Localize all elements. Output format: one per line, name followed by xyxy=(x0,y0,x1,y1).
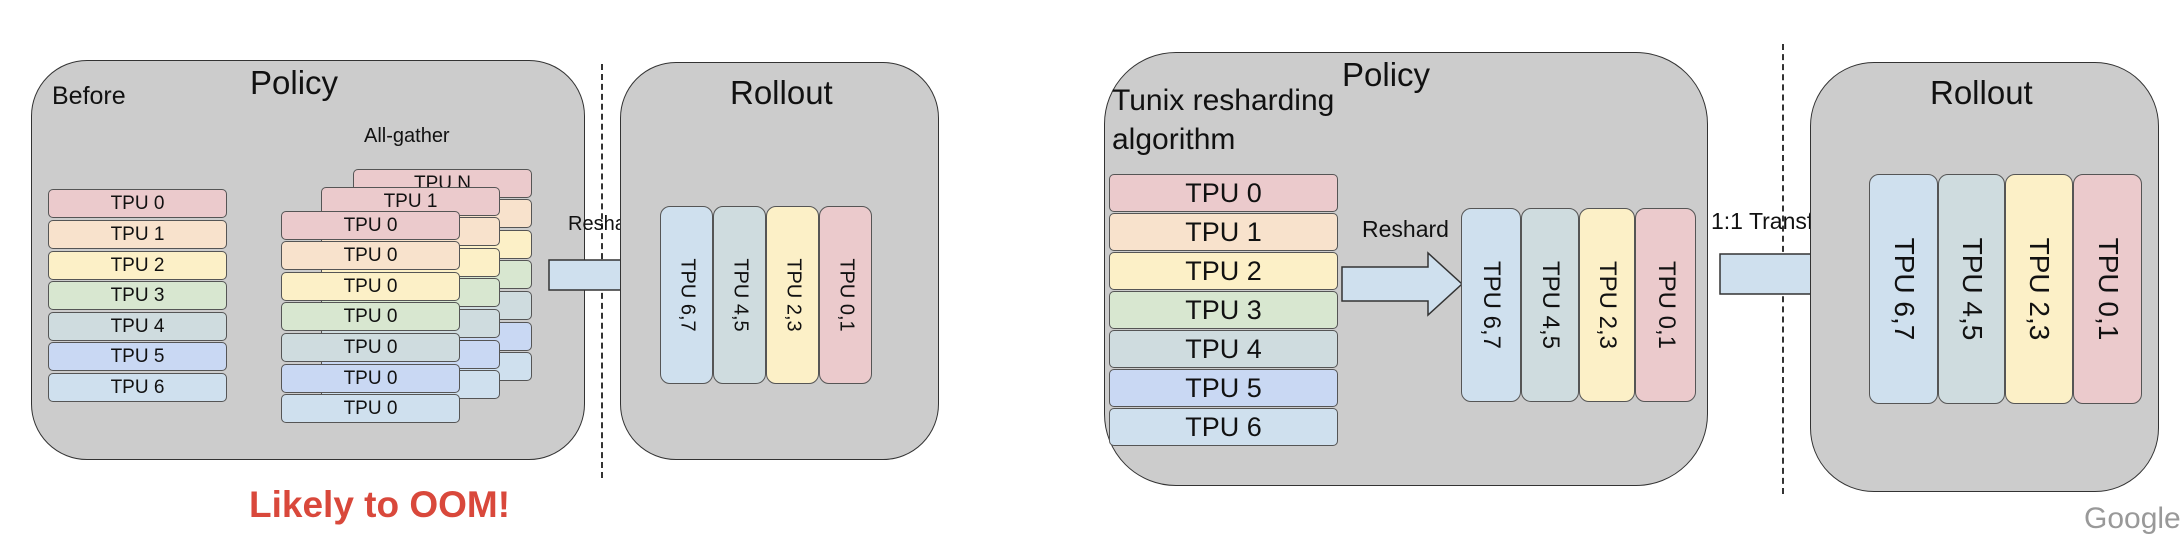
left-tpu-6: TPU 6 xyxy=(48,373,227,402)
left-tpu-3: TPU 3 xyxy=(48,281,227,310)
before-label: Before xyxy=(52,82,126,110)
mid-bar-0-1: TPU 0,1 xyxy=(1635,208,1696,402)
right-reshard-arrow xyxy=(1341,251,1464,317)
stack-front-tpu-0: TPU 0 xyxy=(281,333,460,362)
google-watermark: Google xyxy=(2084,502,2181,535)
left-rollout-bar-0-1: TPU 0,1 xyxy=(819,206,872,384)
right-rollout-bar-2-3: TPU 2,3 xyxy=(2005,174,2073,404)
mid-bar-6-7: TPU 6,7 xyxy=(1461,208,1521,402)
stack-front-tpu-0: TPU 0 xyxy=(281,241,460,270)
right-tpu-6: TPU 6 xyxy=(1109,408,1338,446)
right-rollout-bar-6-7: TPU 6,7 xyxy=(1869,174,1938,404)
right-tpu-3: TPU 3 xyxy=(1109,291,1338,329)
right-rollout-title: Rollout xyxy=(1930,74,2033,111)
left-tpu-1: TPU 1 xyxy=(48,220,227,249)
left-policy-title: Policy xyxy=(250,64,339,101)
right-rollout-bar-4-5: TPU 4,5 xyxy=(1938,174,2005,404)
left-rollout-bar-4-5: TPU 4,5 xyxy=(713,206,766,384)
right-reshard-label: Reshard xyxy=(1362,216,1449,242)
oom-warning: Likely to OOM! xyxy=(249,484,511,525)
right-tpu-5: TPU 5 xyxy=(1109,369,1338,407)
left-tpu-0: TPU 0 xyxy=(48,189,227,218)
right-tpu-4: TPU 4 xyxy=(1109,330,1338,368)
right-rollout-bar-0-1: TPU 0,1 xyxy=(2073,174,2142,404)
left-tpu-2: TPU 2 xyxy=(48,251,227,280)
left-rollout-title: Rollout xyxy=(730,74,833,111)
right-tpu-0: TPU 0 xyxy=(1109,174,1338,212)
right-tpu-1: TPU 1 xyxy=(1109,213,1338,251)
mid-bar-2-3: TPU 2,3 xyxy=(1579,208,1635,402)
left-rollout-bar-2-3: TPU 2,3 xyxy=(766,206,819,384)
left-rollout-bar-6-7: TPU 6,7 xyxy=(660,206,713,384)
algorithm-label-line1: Tunix resharding xyxy=(1112,84,1335,117)
stack-front-tpu-0: TPU 0 xyxy=(281,211,460,240)
stack-front-tpu-0: TPU 0 xyxy=(281,272,460,301)
left-tpu-5: TPU 5 xyxy=(48,342,227,371)
mid-bar-4-5: TPU 4,5 xyxy=(1521,208,1579,402)
stack-front-tpu-0: TPU 0 xyxy=(281,302,460,331)
algorithm-label-line2: algorithm xyxy=(1112,123,1236,156)
stack-front-tpu-0: TPU 0 xyxy=(281,394,460,423)
allgather-label: All-gather xyxy=(364,125,450,147)
right-tpu-2: TPU 2 xyxy=(1109,252,1338,290)
stack-front-tpu-0: TPU 0 xyxy=(281,364,460,393)
left-tpu-4: TPU 4 xyxy=(48,312,227,341)
right-policy-title: Policy xyxy=(1342,56,1431,93)
